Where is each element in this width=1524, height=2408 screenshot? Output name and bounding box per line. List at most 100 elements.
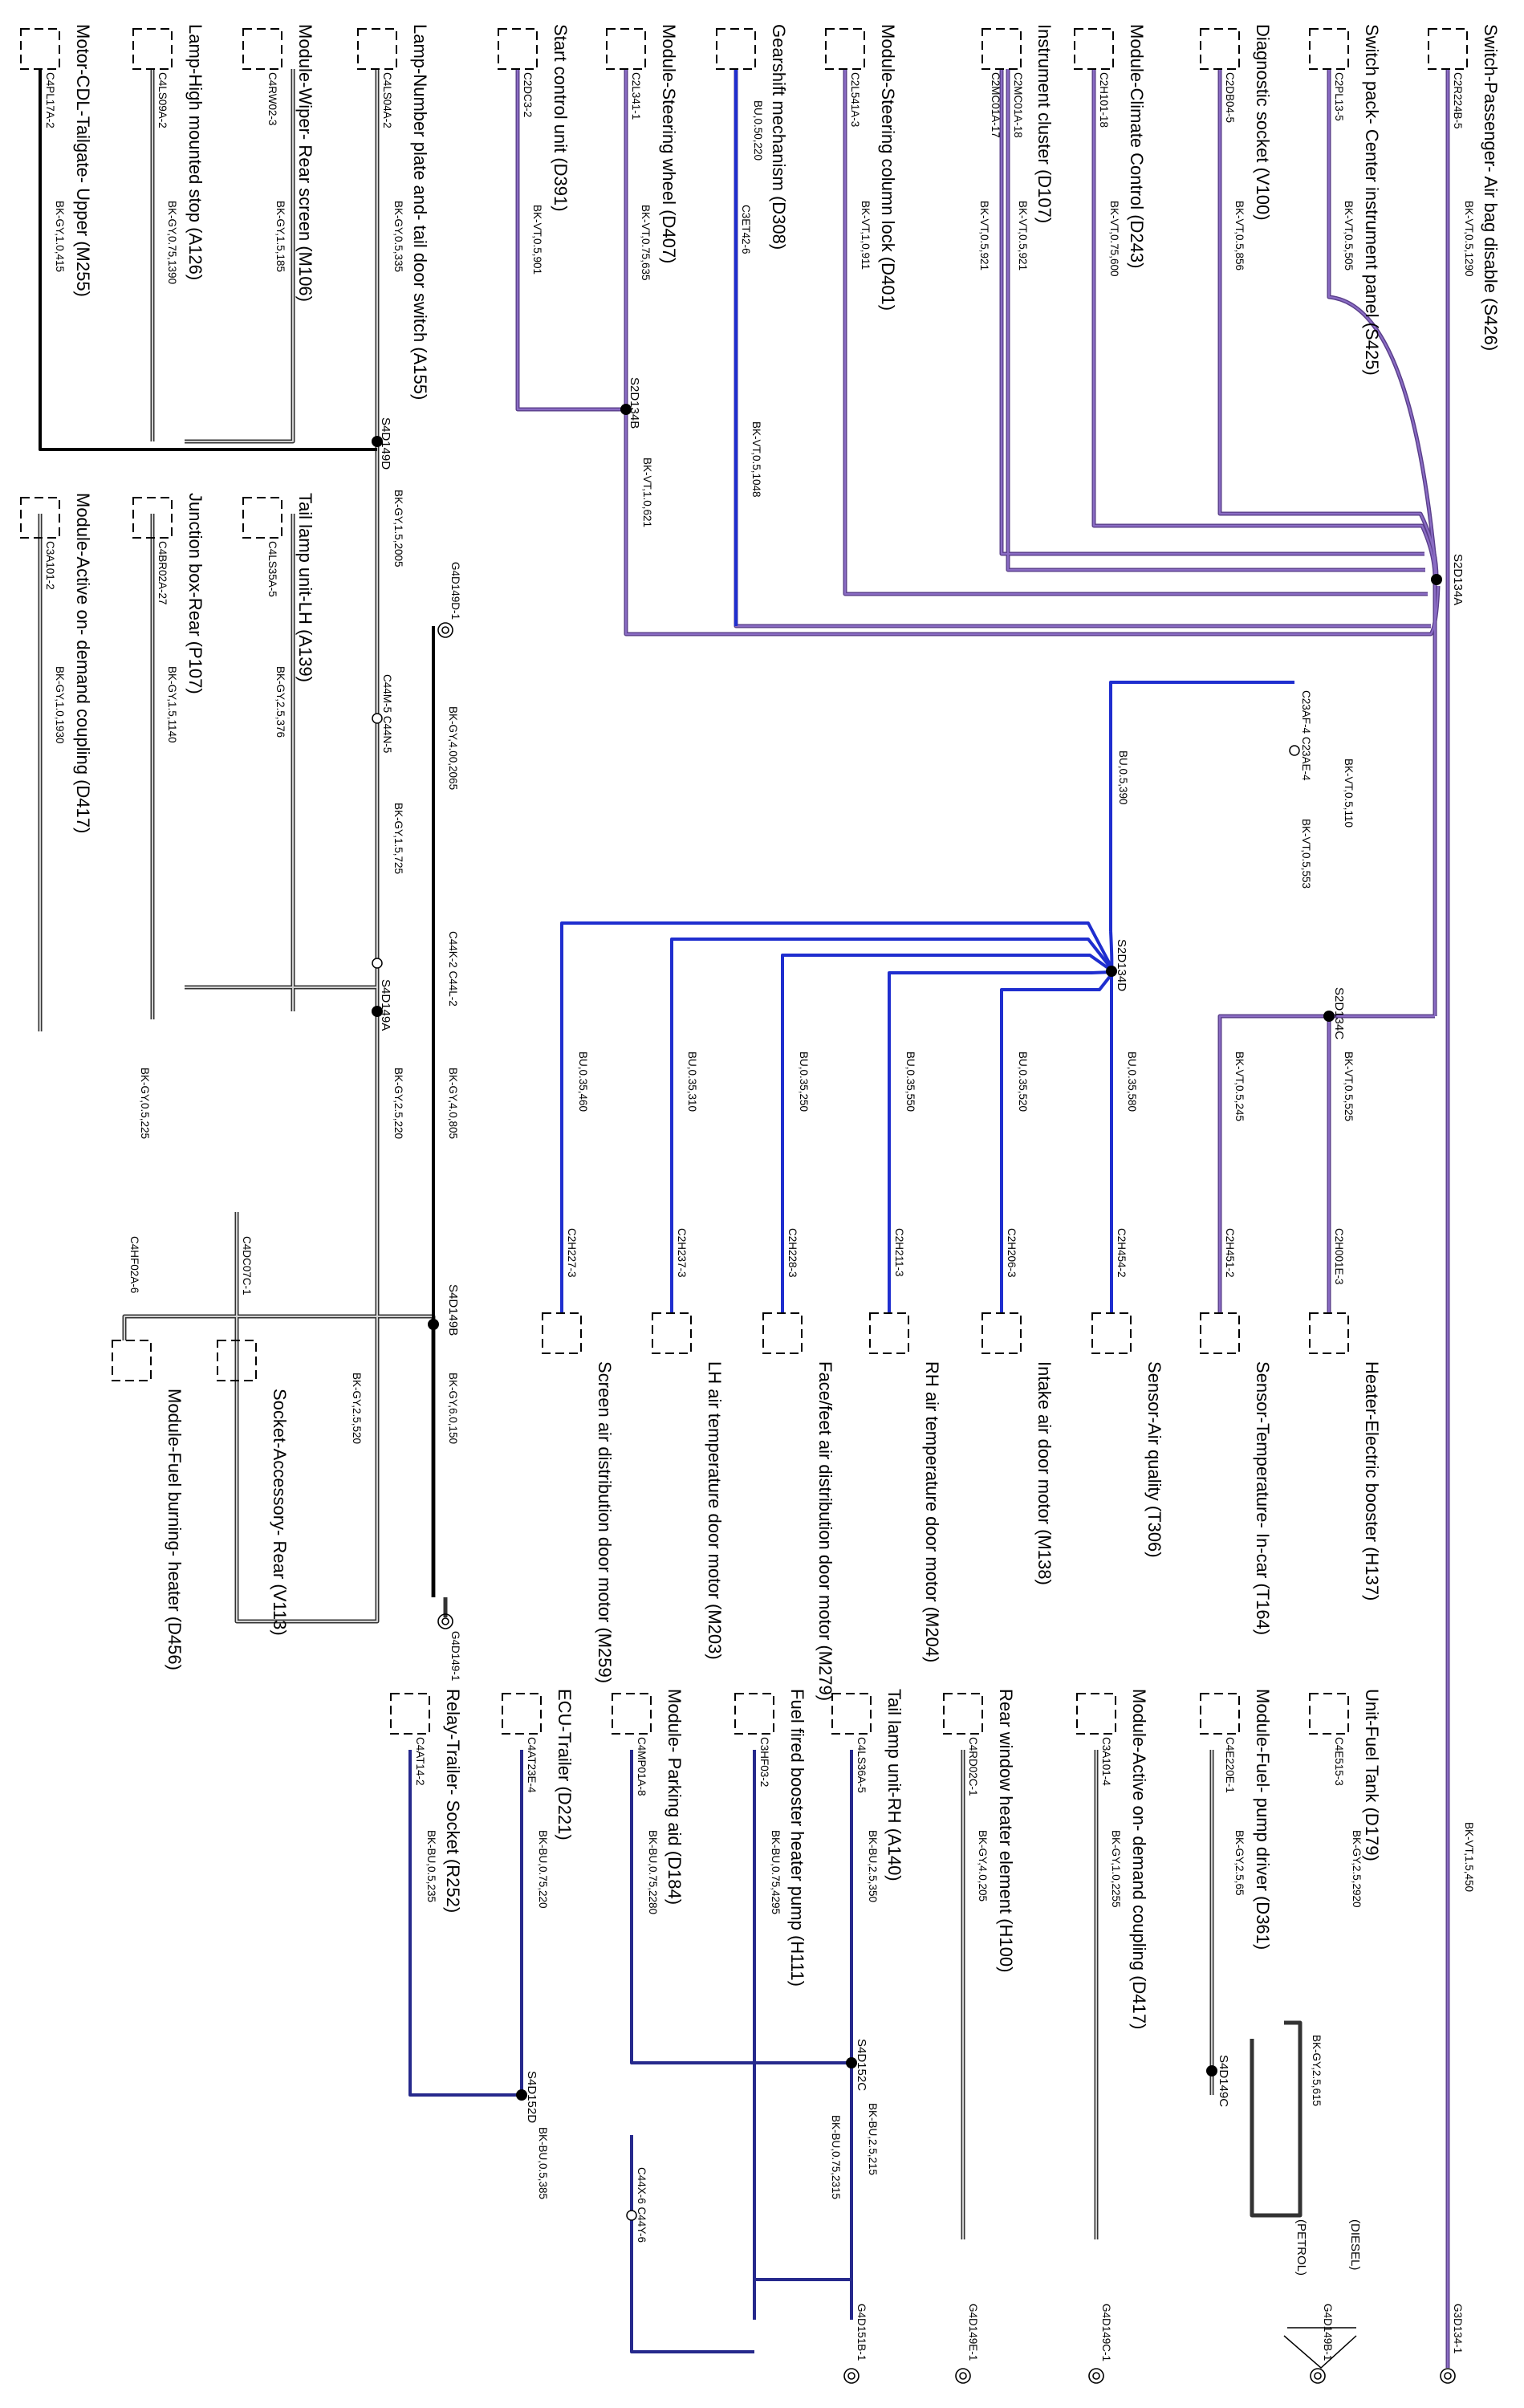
pin-label: C2H211-3 [893, 1228, 905, 1277]
component-label: Gearshift mechanism (D308) [769, 24, 789, 250]
pin-label: C2DB04-5 [1224, 72, 1236, 123]
pin-label: C4DC07C-1 [241, 1236, 253, 1296]
blue-wire-group [560, 69, 1294, 1313]
pin-label: C2PL13-5 [1333, 72, 1345, 121]
component-label: Lamp-Number plate and- tail door switch … [410, 24, 430, 400]
splice-label: S4D149D [379, 417, 392, 470]
connector-bracket [132, 28, 173, 70]
pin-label: C4MP01A-8 [636, 1737, 648, 1796]
connector-bracket [357, 28, 397, 70]
pin-label: C4RW02-3 [266, 72, 278, 126]
ground-icon [1310, 2368, 1326, 2384]
ground-label: G4D149D-1 [449, 562, 461, 620]
component-label: Instrument cluster (D107) [1034, 24, 1055, 223]
component-label: Module-Wiper- Rear screen (M106) [295, 24, 315, 302]
wire-label: BK-VT,0.5,1290 [1463, 201, 1475, 277]
ground-label: G3D134-1 [1452, 2304, 1464, 2353]
component-label: Heater-Electric booster (H137) [1362, 1361, 1382, 1601]
splice-label: S4D152D [525, 2071, 538, 2123]
connector-bracket [762, 1312, 803, 1354]
wire-label: BU,0.5,390 [1117, 750, 1129, 805]
component-label: Socket-Accessory- Rear (V113) [270, 1389, 290, 1636]
ground-icon [1440, 2368, 1456, 2384]
pin-label: C3HF03-2 [758, 1737, 770, 1787]
pin-label: C2H237-3 [676, 1228, 688, 1278]
component-label: Face/feet air distribution door motor (M… [815, 1361, 835, 1701]
splice-dot [516, 2089, 527, 2101]
wire-label: BK-GY,2.5,65 [1233, 1830, 1246, 1896]
wire-label: BK-GY,1.0,415 [54, 201, 66, 272]
connector-label: C23AF-4 C23AE-4 [1300, 690, 1312, 781]
component-label: Module-Steering wheel (D407) [659, 24, 679, 263]
wire-label: BK-GY,1.5,725 [392, 803, 404, 874]
pin-label-group: C2R224B-5 C2PL13-5 C2DB04-5 C2H101-18 C2… [44, 72, 1464, 1796]
ground-icon [437, 1613, 453, 1629]
splice-dot [1431, 574, 1442, 585]
inline-connector-icon [372, 958, 383, 969]
pin-label: C2H101-18 [1098, 72, 1110, 128]
connector-bracket [242, 28, 282, 70]
connector-bracket [1428, 28, 1468, 70]
component-label-group: Switch-Passenger- Air bag disable (S426)… [73, 24, 1501, 2029]
violet-wire-group [515, 69, 1450, 2368]
wire-label: BK-GY,2.5,520 [351, 1373, 363, 1444]
variant-brace [1283, 2327, 1357, 2369]
ground-label: G4D149B-1 [1322, 2304, 1334, 2361]
component-label: Module-Fuel- pump driver (D361) [1253, 1689, 1273, 1950]
connector-bracket [1076, 1693, 1116, 1735]
splice-dot [1206, 2065, 1217, 2076]
splice-dot [428, 1319, 439, 1330]
inline-connector-icon [626, 2210, 637, 2221]
splice-label: S2D134A [1451, 554, 1465, 605]
pin-label: C3A101-4 [1100, 1737, 1112, 1786]
inline-connector-group [372, 713, 1300, 2221]
connector-bracket [20, 28, 60, 70]
wire-label: BK-GY,1.0,1930 [54, 666, 66, 744]
connector-bracket [981, 28, 1022, 70]
ground-symbol-group [437, 622, 1456, 2384]
wire-label: BK-BU,0.75,4295 [770, 1830, 782, 1914]
component-label: Tail lamp unit-LH (A139) [295, 493, 315, 682]
wire-label: BK-BU,0.5,385 [537, 2127, 549, 2199]
wire-label: BK-GY,0.75,1390 [166, 201, 178, 284]
component-label: Switch pack- Center instrument panel (S4… [1362, 24, 1382, 376]
pin-label: C4E220E-1 [1224, 1737, 1236, 1793]
component-label: Module-Active on- demand coupling (D417) [1129, 1689, 1149, 2029]
component-label: LH air temperature door motor (M203) [705, 1361, 725, 1660]
wire-label: BU,0.35,550 [904, 1051, 916, 1112]
component-label: Module- Parking aid (D184) [664, 1689, 685, 1905]
pin-label: C2MC01A-18 [1012, 72, 1024, 138]
wire-label: BK-VT,1,0,911 [860, 201, 872, 270]
splice-label: S2D134C [1332, 987, 1346, 1039]
pin-label: C2MC01A-17 [990, 72, 1002, 138]
inline-connector-icon [372, 713, 383, 724]
splice-label-group: S2D134A S2D134B S4D149D S4D149A S4D149B … [379, 377, 1465, 2123]
wire-label: BK-GY,2.5,220 [392, 1068, 404, 1139]
pin-label: C2DC3-2 [522, 72, 534, 117]
wire-label: BU,0.35,460 [577, 1051, 589, 1112]
connector-bracket [242, 497, 282, 539]
ground-label-group: G4D149D-1 G4D149-1 G3D134-1 G4D149B-1 G4… [449, 562, 1464, 2361]
ground-icon [1088, 2368, 1104, 2384]
connector-bracket [1200, 1693, 1240, 1735]
component-label: Sensor-Air quality (T306) [1144, 1361, 1164, 1558]
wire-label: BK-GY,4.0,205 [977, 1830, 989, 1902]
wire-label: BK-VT,1.0,621 [641, 458, 653, 527]
pin-label: C4PL17A-2 [44, 72, 56, 128]
ground-label: G4D149E-1 [967, 2304, 979, 2361]
pin-label: C4RD02C-1 [967, 1737, 979, 1796]
splice-dot [372, 1006, 383, 1017]
wire-label: BK-BU,0.5,235 [425, 1830, 437, 1902]
navy-wire-group [408, 1750, 853, 2353]
variant-label-group: (DIESEL) (PETROL) [1294, 2219, 1362, 2276]
connector-bracket [734, 1693, 774, 1735]
component-label: Diagnostic socket (V100) [1253, 24, 1273, 221]
pin-label: C3A101-2 [44, 541, 56, 590]
component-label: Intake air door motor (M138) [1034, 1361, 1055, 1585]
component-label: Start control unit (D391) [551, 24, 571, 212]
pin-label: C4HF02A-6 [128, 1236, 140, 1293]
connector-label: C44K-2 C44L-2 [447, 931, 459, 1007]
variant-label: (DIESEL) [1348, 2219, 1362, 2270]
pin-label: C4LS09A-2 [156, 72, 169, 128]
